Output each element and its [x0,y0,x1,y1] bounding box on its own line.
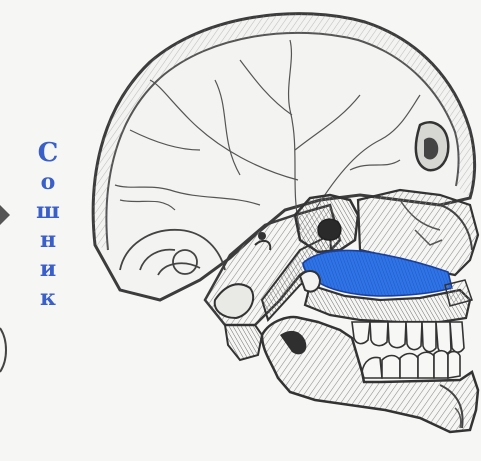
upper-teeth [352,322,464,354]
mastoid-region [225,325,262,360]
label-letter-6: к [40,284,56,313]
vomer-label: С о ш н и к [34,138,62,313]
lower-teeth [362,351,460,378]
label-letter-4: н [40,226,56,255]
label-letter-5: и [40,255,56,284]
label-letter-1: С [38,138,59,168]
label-letter-2: о [41,168,56,197]
sphenoid [295,195,358,252]
label-letter-3: ш [36,197,60,226]
frontal-sinus [416,122,448,170]
left-edge-fragments [0,205,10,372]
